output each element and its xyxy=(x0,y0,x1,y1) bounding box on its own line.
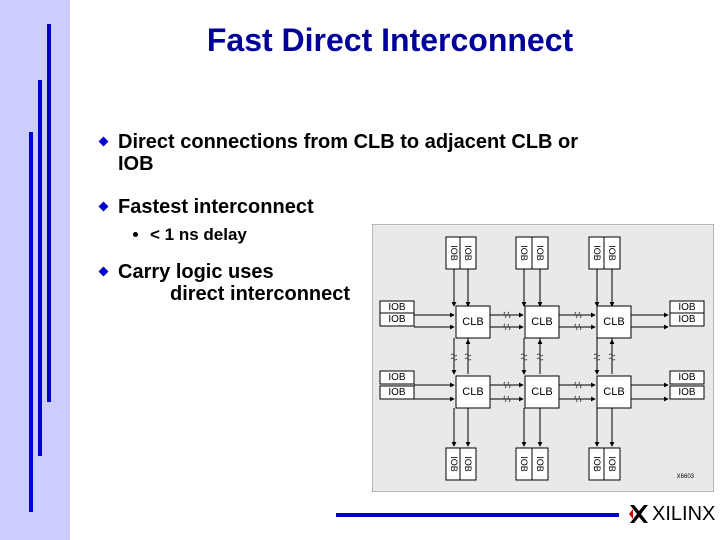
iob-label: IOB xyxy=(463,245,473,261)
clb-label: CLB xyxy=(531,386,552,398)
iob-box xyxy=(459,447,477,481)
sidebar-line xyxy=(47,24,51,402)
bullet-3: Carry logic uses direct interconnect xyxy=(98,261,350,305)
diamond-bullet-icon xyxy=(98,201,109,212)
break-mark xyxy=(574,311,582,319)
clb-label: CLB xyxy=(603,316,624,328)
break-mark xyxy=(503,311,511,319)
iob-label: IOB xyxy=(388,302,406,313)
bullet-2: Fastest interconnect xyxy=(98,196,314,218)
iob-label: IOB xyxy=(519,245,529,261)
iob-label: IOB xyxy=(678,302,696,313)
iob-label: IOB xyxy=(388,387,406,398)
dot-bullet-icon xyxy=(133,232,138,237)
iob-label: IOB xyxy=(388,314,406,325)
sidebar-line xyxy=(38,80,42,456)
xilinx-logo-icon xyxy=(629,505,648,523)
iob-label: IOB xyxy=(678,314,696,325)
clb-box xyxy=(524,375,560,409)
iob-box xyxy=(669,385,705,400)
clb-label: CLB xyxy=(603,386,624,398)
iob-box xyxy=(531,447,549,481)
break-mark xyxy=(574,395,582,403)
iob-label: IOB xyxy=(607,456,617,472)
break-mark xyxy=(503,323,511,331)
diamond-bullet-icon xyxy=(98,266,109,277)
iob-label: IOB xyxy=(535,456,545,472)
iob-label: IOB xyxy=(535,245,545,261)
iob-label: IOB xyxy=(449,456,459,472)
break-mark xyxy=(574,381,582,389)
break-mark xyxy=(503,395,511,403)
iob-label: IOB xyxy=(592,245,602,261)
break-mark xyxy=(450,353,458,361)
sub-bullet: < 1 ns delay xyxy=(133,225,247,245)
iob-label: IOB xyxy=(449,245,459,261)
logo-text: XILINX xyxy=(652,502,716,525)
slide-title: Fast Direct Interconnect xyxy=(206,22,574,58)
footer-line xyxy=(336,513,619,517)
iob-label: IOB xyxy=(607,245,617,261)
iob-label: IOB xyxy=(388,372,406,383)
clb-label: CLB xyxy=(462,386,483,398)
xilinx-logo: XILINX xyxy=(628,502,715,526)
iob-label: IOB xyxy=(463,456,473,472)
iob-box xyxy=(669,312,705,327)
iob-label: IOB xyxy=(678,387,696,398)
clb-label: CLB xyxy=(462,316,483,328)
clb-box xyxy=(455,305,491,339)
figure-code: X6603 xyxy=(677,474,695,480)
iob-box xyxy=(669,370,705,385)
iob-box xyxy=(603,447,621,481)
break-mark xyxy=(574,323,582,331)
diamond-bullet-icon xyxy=(98,136,109,147)
clb-box xyxy=(455,375,491,409)
sidebar-panel xyxy=(0,0,70,540)
break-mark xyxy=(593,353,601,361)
iob-box xyxy=(379,385,415,400)
break-mark xyxy=(536,353,544,361)
clb-box xyxy=(596,375,632,409)
break-mark xyxy=(503,381,511,389)
iob-label: IOB xyxy=(678,372,696,383)
iob-box xyxy=(379,312,415,327)
sidebar-line xyxy=(29,132,33,512)
break-mark xyxy=(464,353,472,361)
iob-box xyxy=(379,370,415,385)
iob-label: IOB xyxy=(592,456,602,472)
bullet-1: Direct connections from CLB to adjacent … xyxy=(98,131,578,175)
clb-label: CLB xyxy=(531,316,552,328)
break-mark xyxy=(520,353,528,361)
break-mark xyxy=(608,353,616,361)
iob-label: IOB xyxy=(519,456,529,472)
